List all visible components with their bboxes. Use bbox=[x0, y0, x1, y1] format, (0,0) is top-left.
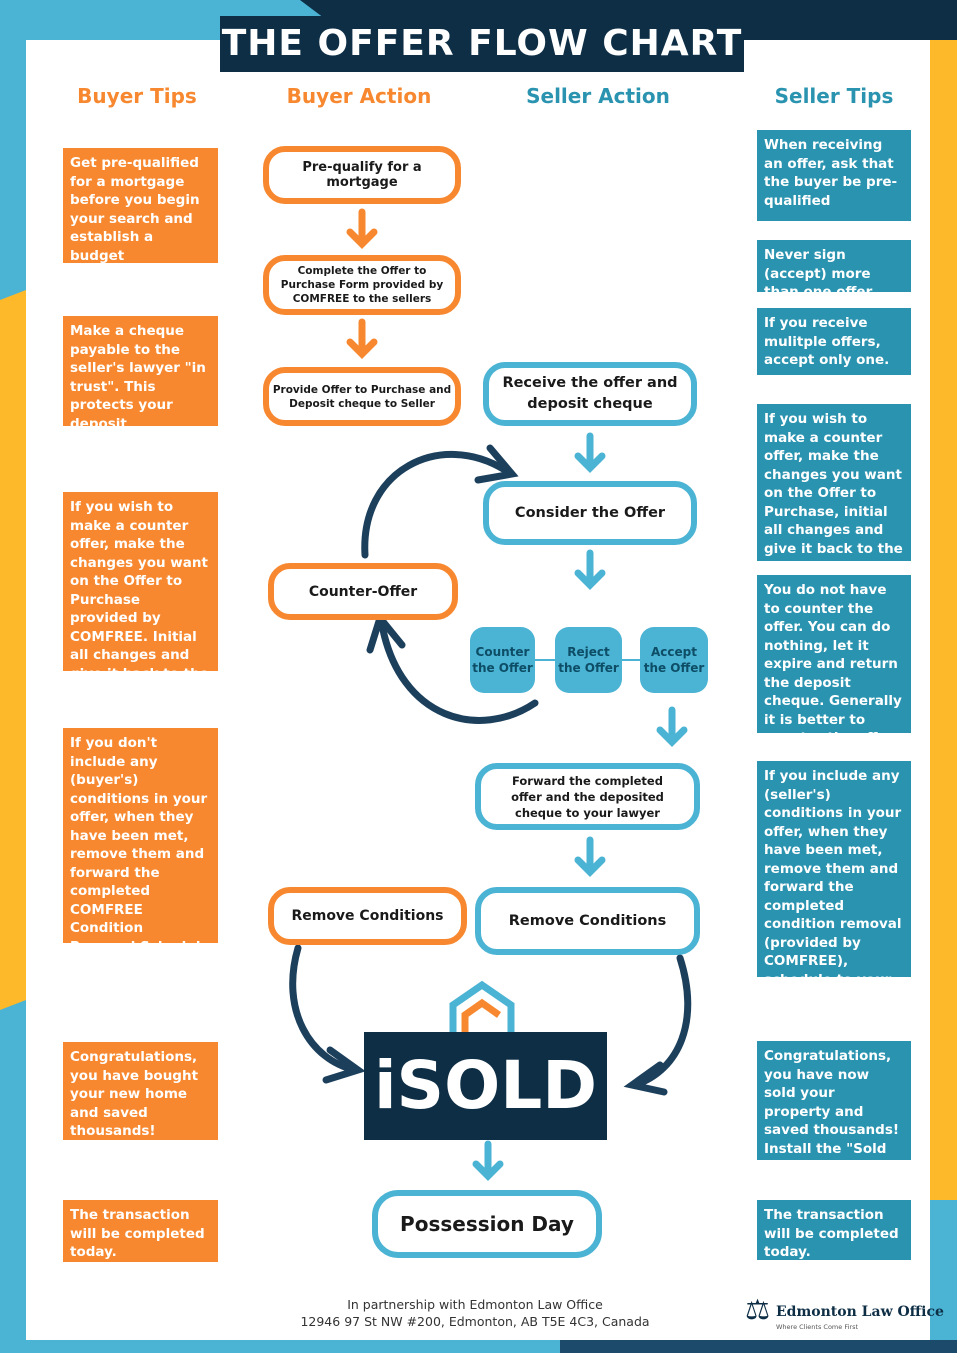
header-seller-tips: Seller Tips bbox=[774, 84, 894, 108]
seller-tip: The transaction will be completed today. bbox=[757, 1200, 911, 1260]
option-counter: Counter the Offer bbox=[470, 627, 535, 693]
isold-logo: iSOLD bbox=[364, 1032, 607, 1140]
arrow-down-icon bbox=[472, 1140, 504, 1181]
buyer-tip: Congratulations, you have bought your ne… bbox=[63, 1042, 218, 1140]
seller-tip: Never sign (accept) more than one offer. bbox=[757, 240, 911, 300]
arrow-down-icon bbox=[574, 836, 606, 877]
seller-action-receive: Receive the offer and deposit cheque bbox=[483, 362, 697, 426]
buyer-tip: The transaction will be completed today. bbox=[63, 1200, 218, 1262]
buyer-action-prequalify: Pre-qualify for a mortgage bbox=[263, 146, 461, 204]
seller-tip: If you receive mulitple offers, accept o… bbox=[757, 308, 911, 375]
seller-tip: If you include any (seller's) conditions… bbox=[757, 761, 911, 1006]
buyer-tip: If you wish to make a counter offer, mak… bbox=[63, 492, 218, 700]
curved-arrow-icon bbox=[361, 450, 509, 559]
seller-tip: Congratulations, you have now sold your … bbox=[757, 1041, 911, 1175]
possession-day: Possession Day bbox=[372, 1190, 602, 1258]
option-accept: Accept the Offer bbox=[640, 627, 708, 693]
arrow-down-icon bbox=[574, 432, 606, 473]
buyer-action-remove-conditions: Remove Conditions bbox=[268, 887, 467, 945]
law-office-tagline: Where Clients Come First bbox=[776, 1323, 859, 1331]
arrow-down-icon bbox=[656, 706, 688, 747]
buyer-action-counter-offer: Counter-Offer bbox=[268, 563, 458, 620]
house-logo-icon bbox=[449, 980, 515, 1032]
curved-arrow-icon bbox=[378, 621, 539, 724]
header-buyer-tips: Buyer Tips bbox=[77, 84, 197, 108]
lady-justice-icon: ⚖ bbox=[745, 1293, 771, 1326]
footer-address: 12946 97 St NW #200, Edmonton, AB T5E 4C… bbox=[300, 1314, 650, 1329]
arrow-down-icon bbox=[346, 208, 378, 249]
law-office-logo-name: Edmonton Law Office bbox=[776, 1304, 944, 1320]
header-buyer-action: Buyer Action bbox=[286, 84, 432, 108]
buyer-action-complete-offer: Complete the Offer to Purchase Form prov… bbox=[263, 255, 461, 315]
seller-action-forward: Forward the completed offer and the depo… bbox=[475, 763, 700, 830]
footer-partnership: In partnership with Edmonton Law Office bbox=[347, 1297, 603, 1312]
buyer-tip: If you don't include any (buyer's) condi… bbox=[63, 728, 218, 973]
seller-tip: You do not have to counter the offer. Yo… bbox=[757, 575, 911, 746]
curved-arrow-icon bbox=[631, 954, 692, 1089]
buyer-tip: Make a cheque payable to the seller's la… bbox=[63, 316, 218, 432]
curved-arrow-icon bbox=[289, 944, 359, 1074]
seller-action-remove-conditions: Remove Conditions bbox=[475, 887, 700, 955]
seller-tip: When receiving an offer, ask that the bu… bbox=[757, 130, 911, 221]
header-seller-action: Seller Action bbox=[526, 84, 670, 108]
option-reject: Reject the Offer bbox=[555, 627, 622, 693]
buyer-action-provide-offer: Provide Offer to Purchase and Deposit ch… bbox=[263, 367, 461, 426]
seller-tip: If you wish to make a counter offer, mak… bbox=[757, 404, 911, 575]
arrow-down-icon bbox=[574, 549, 606, 590]
arrow-down-icon bbox=[346, 318, 378, 359]
seller-action-consider: Consider the Offer bbox=[483, 481, 697, 545]
buyer-tip: Get pre-qualified for a mortgage before … bbox=[63, 148, 218, 264]
page-title: THE OFFER FLOW CHART bbox=[220, 16, 744, 72]
